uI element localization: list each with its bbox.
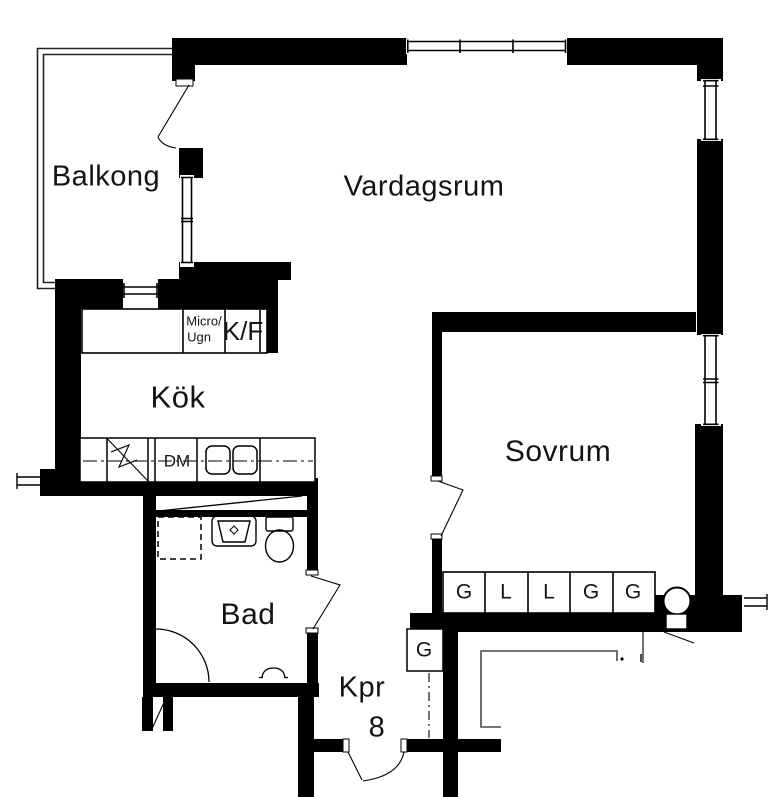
window-top (406, 38, 567, 54)
window-right-upper (701, 79, 721, 141)
right-connector-symbol (744, 594, 768, 610)
wall-bath-right-lower (307, 629, 318, 693)
wall-stub-1 (142, 697, 153, 731)
wardrobe-label-3: L (543, 580, 555, 604)
wall-bedroom-bottom (410, 613, 742, 632)
wall-right-upper (697, 139, 723, 335)
bathroom-sink (211, 515, 257, 547)
kitchen-upper-cabinets (81, 308, 268, 354)
wall-bedroom-top (432, 312, 696, 332)
bathroom-door (305, 569, 341, 634)
shelf-mark-dot (620, 657, 624, 661)
sink-symbol (107, 438, 149, 482)
pipe-tick (663, 631, 695, 644)
room-label-kok: Kök (150, 379, 206, 415)
wall-entry-left (313, 739, 344, 752)
window-bedroom (701, 334, 721, 426)
room-label-vardagsrum: Vardagsrum (343, 170, 505, 203)
room-number-kpr: 8 (368, 711, 386, 744)
hat-shelf-outline (480, 650, 618, 728)
wall-bath-top-thin (150, 510, 308, 517)
wall-left-exterior (55, 279, 81, 470)
wall-bedroom-left-upper (432, 332, 442, 478)
window-balcony-strip (180, 175, 194, 267)
toilet (264, 516, 295, 563)
wardrobe-label-2: L (500, 580, 512, 604)
bedroom-door (430, 475, 464, 540)
wall-top-left (172, 38, 407, 65)
wall-kf-side (267, 308, 278, 353)
wall-top-right (567, 38, 723, 65)
entrance-door (342, 738, 408, 782)
room-label-sovrum: Sovrum (504, 435, 612, 468)
window-kitchen-balcony (123, 279, 158, 309)
wall-hall-right (443, 613, 458, 797)
pipe-box (665, 613, 688, 630)
balcony-railing (36, 47, 195, 290)
windows (123, 38, 721, 426)
wall-kitchen-band-right (158, 279, 278, 309)
wall-corner-right (697, 65, 723, 81)
hall-symbols (16, 473, 768, 738)
stove-burner-right (232, 445, 258, 475)
wall-bedroom-left-lower (432, 537, 442, 614)
bath-sliding-door-line (148, 495, 303, 513)
wall-balcony-pier-lower (179, 262, 291, 280)
wardrobe-row (442, 571, 656, 614)
stub-diagonal (150, 697, 167, 732)
left-connector-symbol (16, 473, 40, 489)
sink-zigzag (110, 443, 138, 469)
wall-stub-2 (163, 697, 173, 731)
railing-inner (42, 53, 181, 284)
floor-drain-arc (259, 667, 288, 679)
wall-kitchen-bottom (40, 481, 317, 496)
pipe-column (662, 586, 692, 616)
doors (148, 78, 464, 782)
wardrobe-label-1: G (455, 580, 473, 604)
counter-label-dm: DM (163, 451, 191, 471)
washing-machine (157, 516, 202, 560)
wardrobe-label-5: G (624, 580, 642, 604)
wall-bath-bottom (143, 683, 319, 697)
wall-bath-right-upper (307, 478, 318, 573)
stove-burner-left (205, 445, 231, 475)
wall-bath-left (143, 495, 156, 697)
room-label-bad: Bad (220, 598, 276, 631)
hall-wardrobe-label: G (415, 638, 433, 662)
shower-arc (155, 628, 210, 683)
bathroom-fixtures (155, 515, 295, 683)
wall-corner-left (172, 65, 195, 81)
wall-right-lower (695, 424, 723, 596)
cabinet-label-kf: K/F (222, 316, 264, 346)
railing-outer (36, 47, 195, 290)
walls (40, 38, 742, 797)
wall-balcony-pier-upper (179, 148, 203, 178)
cabinet-label-ugn: Ugn (187, 329, 211, 345)
room-label-kpr: Kpr (338, 671, 386, 704)
wardrobe-label-4: G (582, 580, 600, 604)
wall-hall-left (298, 693, 314, 797)
balcony-door (157, 78, 194, 149)
kitchen-counter (79, 437, 316, 483)
cabinet-label-micro: Micro/ (186, 313, 222, 329)
room-label-balkong: Balkong (51, 160, 161, 193)
hall-wardrobe (406, 628, 444, 672)
